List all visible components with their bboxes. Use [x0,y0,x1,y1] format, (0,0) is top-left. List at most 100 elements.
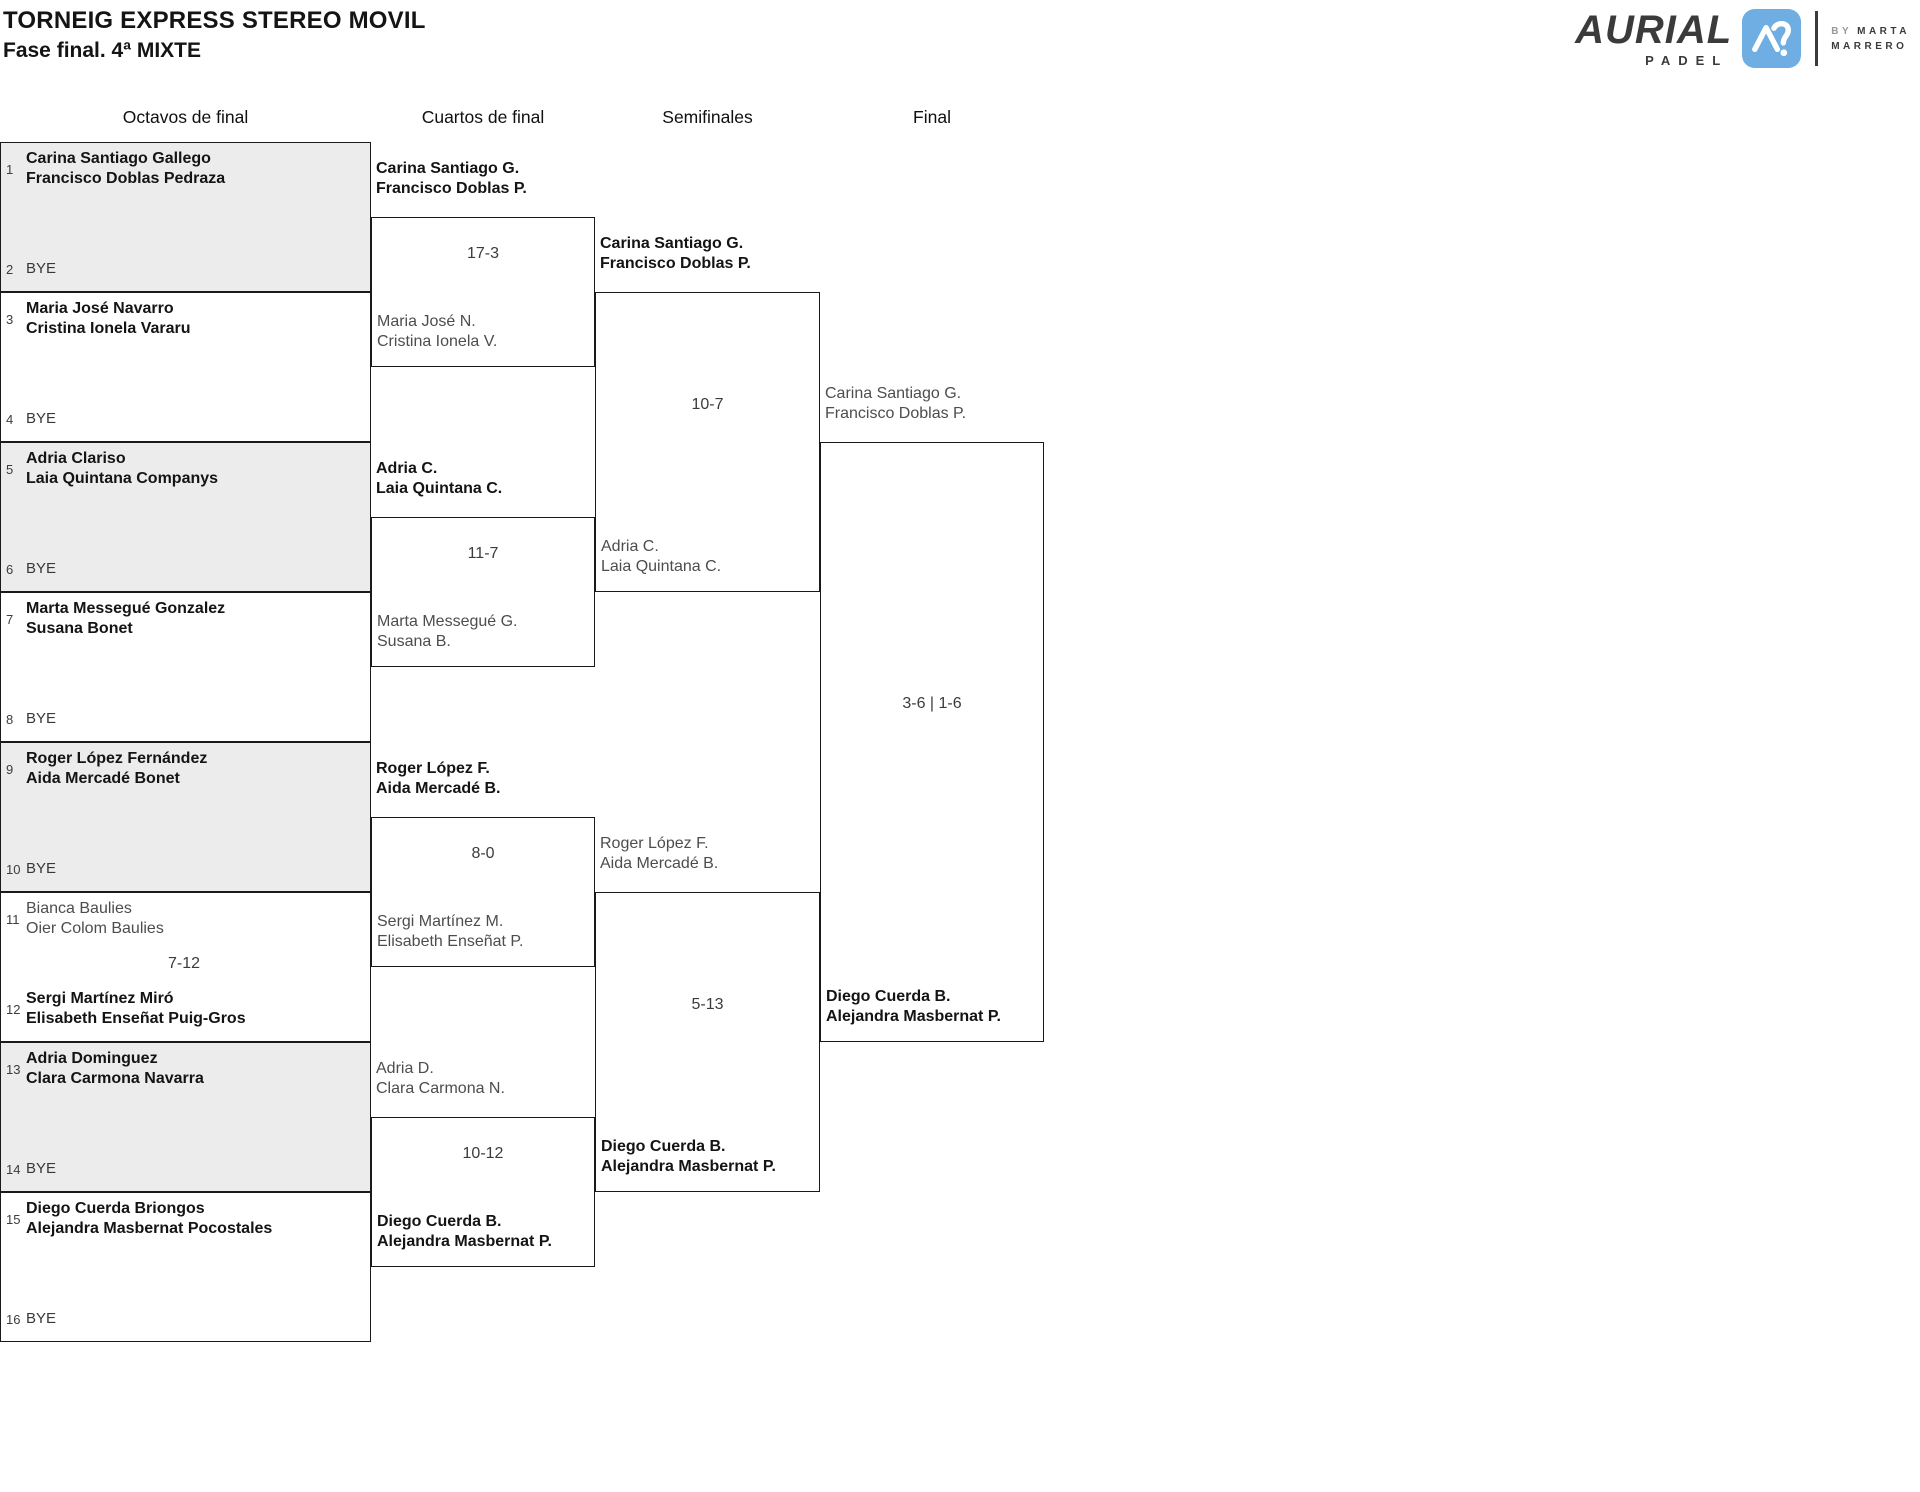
logo-byline: BY MARTA MARRERO [1831,26,1910,52]
seed-number: 5 [6,461,14,477]
bye-entry: 2 BYE [6,259,362,279]
team-name-line: Alejandra Masbernat Pocostales [26,1220,273,1237]
team-name-line: Diego Cuerda B. [377,1213,502,1230]
team-name-inside: Diego Cuerda B.Alejandra Masbernat P. [601,1137,776,1177]
team-name-line: Diego Cuerda B. [826,988,951,1005]
seed-number: 7 [6,611,14,627]
phase-subtitle: Fase final. 4ª MIXTE [3,39,201,62]
team-name-line: Alejandra Masbernat P. [826,1008,1001,1025]
team-name-above: Adria C.Laia Quintana C. [376,459,502,499]
team-name-line: Diego Cuerda B. [601,1138,726,1155]
team-name-above: Carina Santiago G. Francisco Doblas P. [376,159,527,199]
seed-number: 14 [6,1161,21,1177]
team-name-line: Roger López F. [376,760,490,777]
bye-label: BYE [26,560,57,577]
team-name-line: Susana Bonet [26,620,133,637]
team-name-line: Francisco Doblas P. [825,405,967,422]
logo-by-name-2: MARRERO [1831,40,1908,52]
team-name-above: Carina Santiago G.Francisco Doblas P. [825,384,966,424]
logo-divider [1815,11,1819,66]
team-name-line: Marta Messegué G. [377,613,518,630]
team-name-line: Roger López F. [600,835,709,852]
team-name-above: Carina Santiago G.Francisco Doblas P. [600,234,751,274]
team-name-inside: Sergi Martínez M.Elisabeth Enseñat P. [377,912,523,952]
team-name-inside: Diego Cuerda B. Alejandra Masbernat P. [826,987,1001,1027]
team-name-line: Elisabeth Enseñat P. [377,933,524,950]
logo-wordmark: AURIAL PADEL [1575,10,1732,68]
round-header-octavos: Octavos de final [122,107,249,127]
team-name: BYE [26,409,56,429]
team-name-line: Aida Mercadé B. [600,855,719,872]
team-name-line: Carina Santiago G. [376,160,520,177]
team-name-line: Adria C. [601,538,659,555]
team-name-line: Clara Carmona N. [376,1080,505,1097]
team-name-above: Adria D. Clara Carmona N. [376,1059,505,1099]
team-name-line: Maria José N. [377,313,476,330]
team-name: BYE [26,1309,56,1329]
bye-label: BYE [26,860,57,877]
team-name-line: Diego Cuerda Briongos [26,1200,205,1217]
team-name: BYE [26,259,56,279]
bye-entry: 4 BYE [6,409,362,429]
match-score: 3-6 | 1-6 [902,695,962,712]
team-name-line: Alejandra Masbernat P. [377,1233,552,1250]
team-name: BYE [26,1159,56,1179]
team-name-line: Aida Mercadé B. [376,780,501,797]
team-name-line: Laia Quintana Companys [26,470,219,487]
aurial-monogram-icon [1741,9,1802,68]
team-name: BYE [26,859,56,879]
team-name-line: Adria Dominguez [26,1050,158,1067]
seed-number: 3 [6,311,14,327]
team-name-above: Roger López F. Aida Mercadé B. [600,834,718,874]
round-header-semifinales: Semifinales [662,107,753,127]
seed-number: 2 [6,261,14,277]
team-name-line: Carina Santiago G. [600,235,744,252]
team-name-line: Carina Santiago Gallego [26,150,211,167]
tournament-title: TORNEIG EXPRESS STEREO MOVIL [3,7,426,34]
team-name-line: Francisco Doblas P. [376,180,527,197]
team-name-line: Clara Carmona Navarra [26,1070,204,1087]
bye-entry: 14 BYE [6,1159,362,1179]
match-score: 10-12 [462,1145,504,1162]
team-name-line: Aida Mercadé Bonet [26,770,180,787]
bye-label: BYE [26,260,57,277]
team-name-line: Francisco Doblas Pedraza [26,170,226,187]
team-name-line: Adria Clariso [26,450,126,467]
seed-number: 4 [6,411,14,427]
round-header-final: Final [913,107,951,127]
logo-by-name-1: MARTA [1857,25,1910,37]
team-name-line: Adria D. [376,1060,434,1077]
seed-number: 12 [6,1001,21,1017]
logo-padel-text: PADEL [1645,52,1729,68]
logo-by-prefix: BY [1831,25,1853,37]
match-score: 17-3 [466,245,500,262]
team-name-inside: Marta Messegué G.Susana B. [377,612,518,652]
match-score: 11-7 [467,545,499,562]
team-name-line: Marta Messegué Gonzalez [26,600,226,617]
logo-brand-text: AURIAL [1575,7,1733,52]
